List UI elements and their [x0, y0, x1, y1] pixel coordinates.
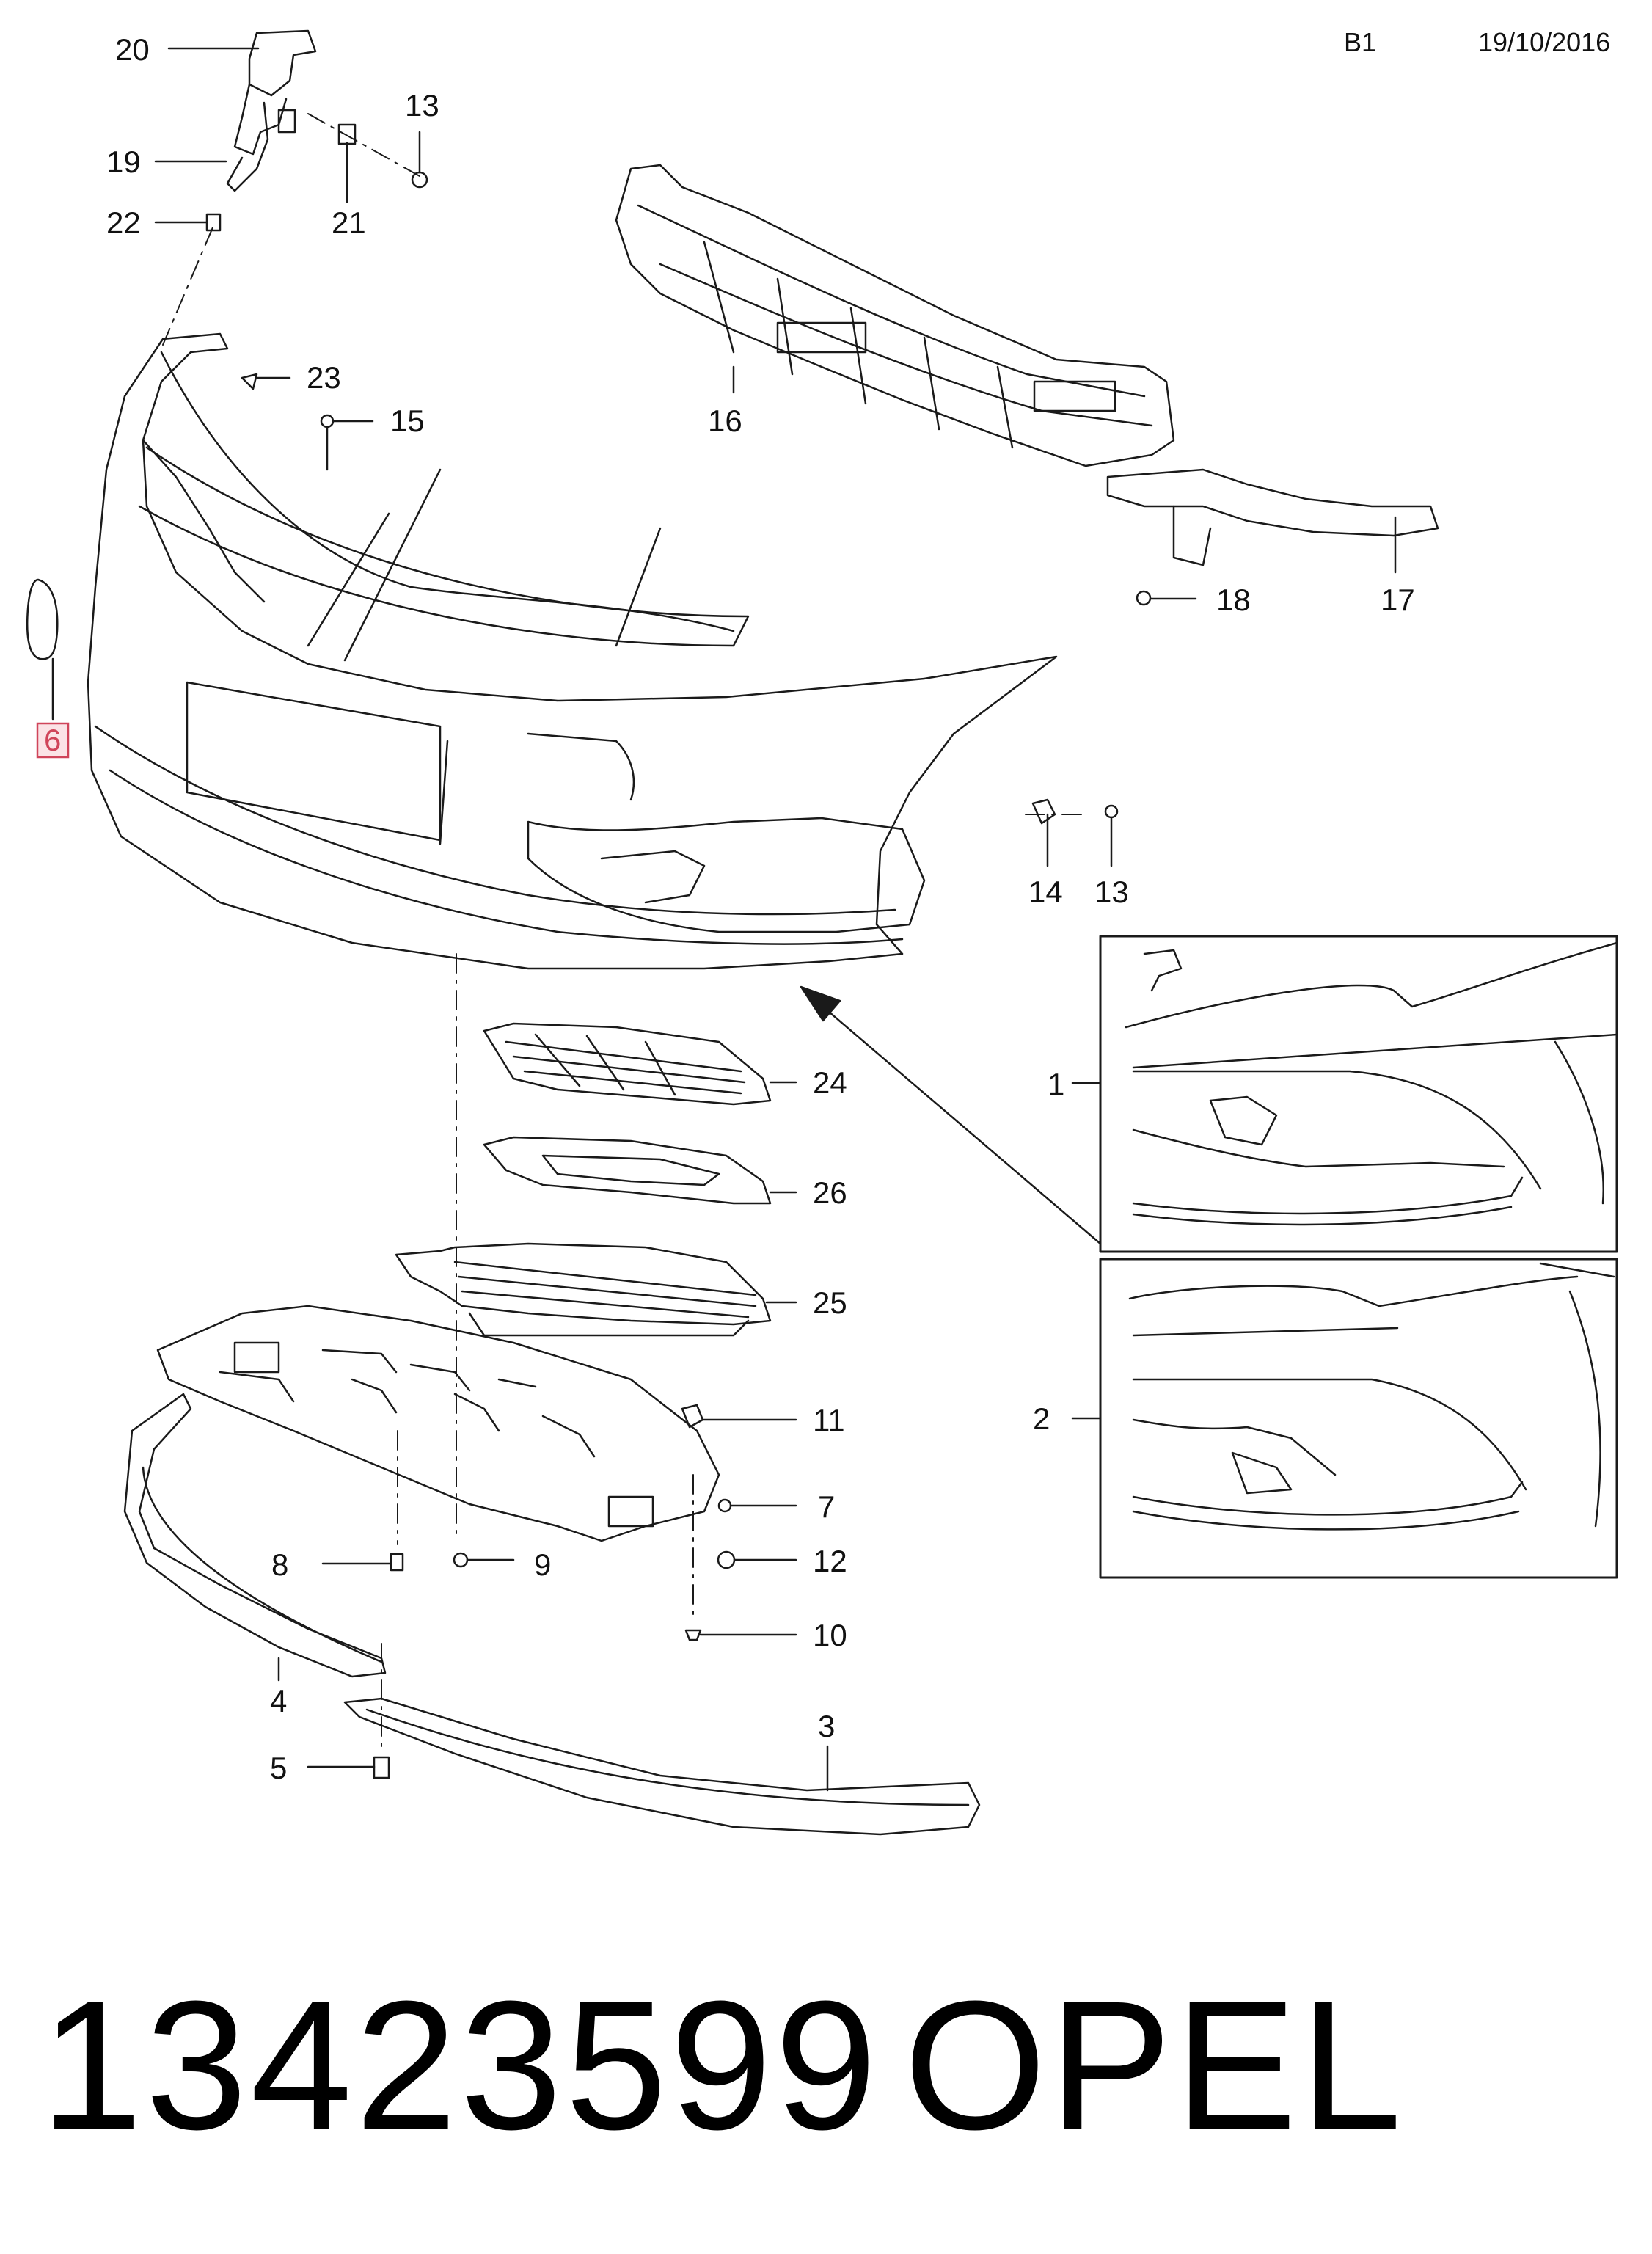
- screw-13-top: [411, 171, 428, 189]
- callout-15: 15: [390, 404, 425, 438]
- callout-5: 5: [270, 1751, 287, 1785]
- callout-26: 26: [813, 1175, 847, 1210]
- callout-1: 1: [1048, 1067, 1064, 1101]
- detail-2-drawing: [1128, 1262, 1615, 1531]
- screw-9: [453, 1552, 469, 1568]
- clip-14: [1031, 798, 1056, 825]
- bracket-assembly-top: [205, 29, 317, 232]
- bumper-beam: [615, 164, 1175, 467]
- clip-11: [681, 1404, 704, 1429]
- screw-8: [390, 1553, 404, 1572]
- brand-name: OPEL: [904, 1963, 1405, 2167]
- screw-13-right: [1104, 804, 1119, 819]
- callout-2: 2: [1033, 1401, 1050, 1436]
- callout-11: 11: [813, 1403, 845, 1437]
- arrow-head: [800, 985, 841, 1022]
- callout-3: 3: [818, 1709, 835, 1743]
- undertray: [156, 1305, 720, 1542]
- callout-9: 9: [534, 1547, 551, 1582]
- callout-23: 23: [307, 360, 341, 395]
- callout-6: 6: [44, 723, 61, 757]
- lower-spoiler: [123, 1393, 387, 1678]
- detail-arrow-line: [813, 998, 1102, 1245]
- bumper-cover: [87, 332, 1058, 970]
- clip-23: [241, 373, 258, 390]
- screw-10: [684, 1629, 702, 1641]
- callout-25: 25: [813, 1285, 847, 1320]
- highlight-box-part-6: [36, 722, 70, 759]
- date-label: 19/10/2016: [1478, 27, 1610, 57]
- callout-7: 7: [818, 1489, 835, 1524]
- callout-13-right: 13: [1094, 875, 1129, 909]
- callout-22: 22: [106, 205, 141, 240]
- callout-8: 8: [271, 1547, 288, 1582]
- callout-24: 24: [813, 1065, 847, 1100]
- callout-20: 20: [115, 32, 150, 67]
- lower-trim: [343, 1697, 981, 1836]
- grille-24: [483, 1022, 772, 1106]
- tow-hook-cover: [26, 578, 59, 660]
- nut-12: [717, 1550, 736, 1569]
- screw-18: [1136, 590, 1152, 606]
- clip-21: [337, 123, 357, 145]
- callout-18: 18: [1216, 583, 1251, 617]
- detail-1-drawing: [1125, 941, 1618, 1226]
- callout-17: 17: [1381, 583, 1415, 617]
- screw-15: [320, 414, 335, 428]
- grille-26: [483, 1136, 772, 1205]
- callout-13-top: 13: [405, 88, 439, 123]
- screw-5: [373, 1756, 390, 1779]
- callout-12: 12: [813, 1544, 847, 1578]
- callout-16: 16: [708, 404, 742, 438]
- callout-14: 14: [1028, 875, 1063, 909]
- detail-frame-2: [1099, 1258, 1618, 1579]
- grille-25: [395, 1242, 772, 1337]
- callout-19: 19: [106, 145, 141, 179]
- energy-absorber: [1106, 468, 1439, 566]
- callout-21: 21: [332, 205, 366, 240]
- detail-frame-1: [1099, 935, 1618, 1253]
- sheet-label: B1: [1344, 27, 1376, 57]
- callout-10: 10: [813, 1618, 847, 1652]
- part-number: 13423599: [40, 1963, 880, 2167]
- callout-4: 4: [270, 1684, 287, 1718]
